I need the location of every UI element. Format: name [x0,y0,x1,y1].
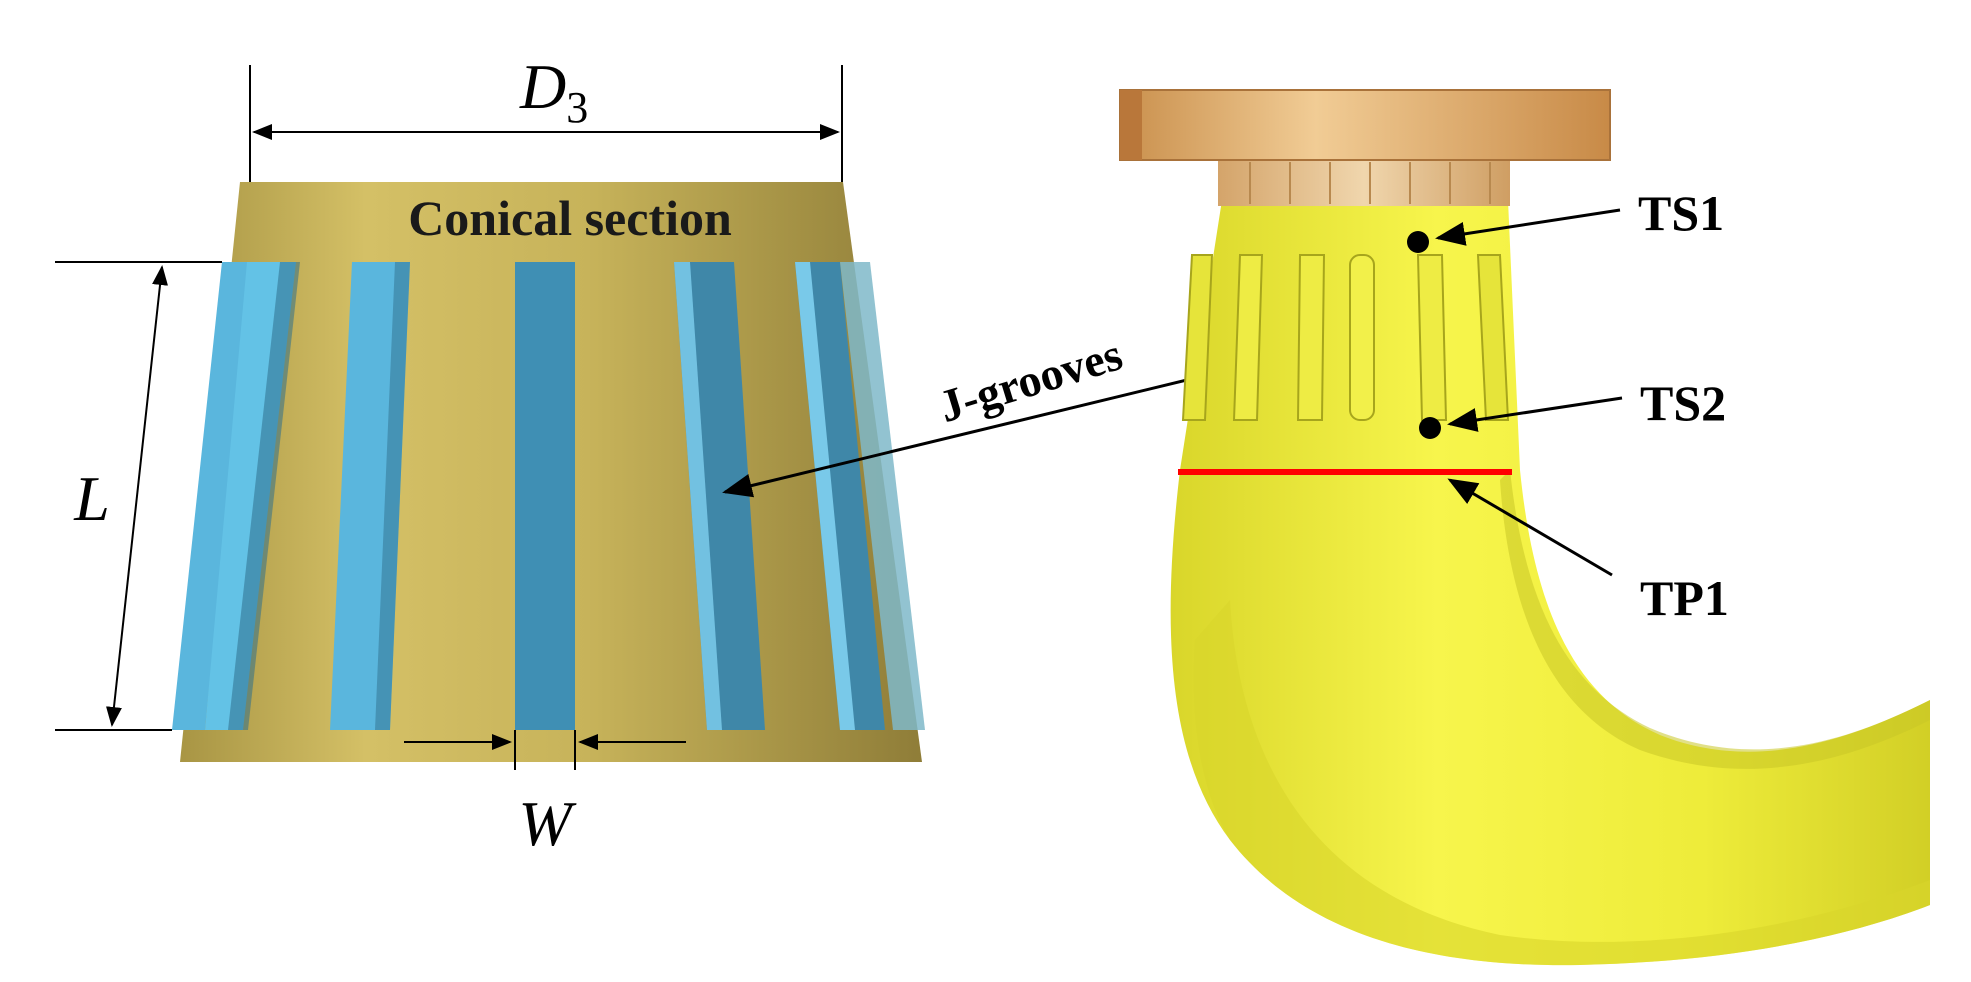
j-groove [172,262,250,730]
length-symbol: L [73,463,110,534]
pump-inlet-model: TS1 TS2 TP1 [1119,89,1930,966]
label-ts2: TS2 [1640,375,1726,431]
j-groove [1232,254,1264,421]
pipe-bend-shade [1193,600,1930,966]
j-groove [1476,254,1510,421]
width-symbol: W [518,788,577,859]
j-groove [674,262,722,730]
flange [1119,89,1611,161]
j-groove [1296,254,1326,421]
width-dimension: W [404,730,686,859]
ts2-leader [1447,396,1623,432]
j-groove [1181,254,1214,421]
pipe-inner-shade [1500,470,1930,769]
diameter-symbol: D3 [519,51,588,132]
j-groove-set [172,262,925,730]
j-groove [840,262,925,730]
flange-edge [1120,90,1142,160]
length-dimension: L [55,261,222,731]
diameter-dimension: D3 [249,51,843,182]
j-groove [795,262,855,730]
label-tp1: TP1 [1640,570,1729,626]
flange-neck [1218,160,1510,206]
tp1-leader [1447,478,1613,577]
j-groove [228,262,300,730]
label-ts1: TS1 [1638,185,1724,241]
section-label: Conical section [408,190,732,246]
j-groove [515,262,575,730]
ts1-leader [1435,208,1621,246]
j-groove [1349,254,1375,421]
conical-section-diagram: Conical section D3 L W J-grooves [55,51,1361,859]
neck-ribs [1249,162,1491,204]
pipe-j-grooves [1181,254,1510,421]
j-groove [1416,254,1448,421]
j-groove [375,262,410,730]
monitor-point-ts1 [1407,231,1429,253]
monitor-point-ts2 [1419,417,1441,439]
